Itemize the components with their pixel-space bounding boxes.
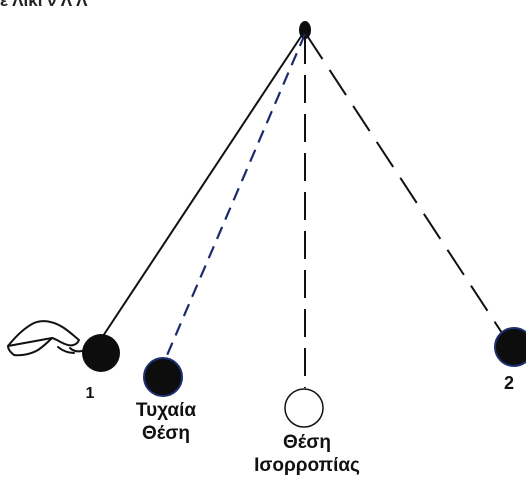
string-random-position	[163, 33, 307, 361]
string-position-1	[102, 31, 305, 337]
label-position-1: 1	[85, 385, 95, 402]
label-random-position-line-1: Τυχαία	[135, 400, 197, 421]
bob-random-position	[143, 357, 183, 397]
bob-equilibrium	[284, 388, 324, 428]
bob-position-2	[494, 327, 526, 367]
hand-icon	[7, 320, 83, 357]
bob-position-1	[82, 334, 120, 372]
label-random-position: Τυχαία Θέση	[116, 400, 216, 446]
label-random-position-line-2: Θέση	[142, 422, 190, 444]
cropped-header-text: ε Λικι ν Λ Λ	[0, 0, 88, 10]
label-position-2: 2	[503, 373, 514, 393]
string-position-2	[305, 33, 503, 334]
label-equilibrium-line-1: Θέση	[283, 432, 331, 453]
label-equilibrium-position: Θέση Ισορροπίας	[245, 432, 369, 478]
label-equilibrium-line-2: Ισορροπίας	[254, 454, 360, 476]
